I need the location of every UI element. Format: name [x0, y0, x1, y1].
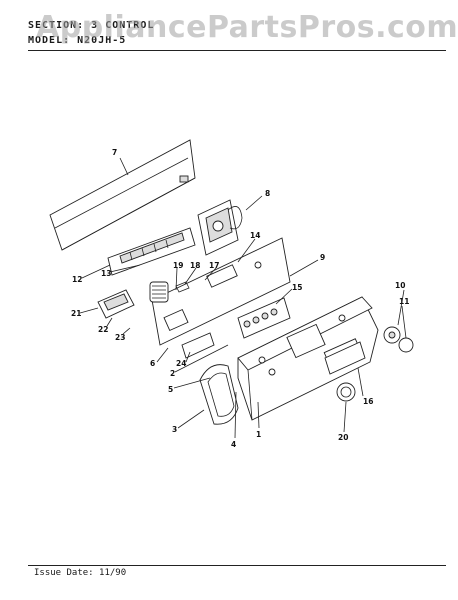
- callout-7: 7: [112, 148, 117, 157]
- model-header: MODEL: N20JH-5: [28, 35, 127, 46]
- part-dial-knob: [336, 382, 356, 402]
- footer-divider: [28, 565, 446, 566]
- part-selector-switch: [149, 281, 190, 303]
- part-timer-bracket: [197, 199, 243, 256]
- callout-23: 23: [115, 333, 125, 342]
- callout-11: 11: [399, 297, 409, 306]
- callout-4: 4: [231, 440, 236, 449]
- part-knob: [383, 326, 414, 353]
- callout-8: 8: [265, 189, 270, 198]
- part-keypad: [324, 341, 366, 375]
- section-header: SECTION: 3 CONTROL: [28, 20, 155, 31]
- callout-2: 2: [170, 369, 175, 378]
- leader-lines: [79, 157, 407, 439]
- callouts: 7 8 9 10 11 12 13 14 15 16 17 18 19 20 2…: [71, 148, 409, 449]
- part-light-lens: [181, 332, 215, 359]
- callout-9: 9: [320, 253, 325, 262]
- callout-18: 18: [190, 261, 200, 270]
- part-end-cap: [199, 364, 239, 425]
- part-button-array: [237, 297, 291, 339]
- callout-10: 10: [395, 281, 405, 290]
- header-divider: [28, 50, 446, 51]
- callout-15: 15: [292, 283, 302, 292]
- part-switch-board: [107, 227, 196, 276]
- part-mounting-panel: [151, 237, 291, 346]
- callout-20: 20: [338, 433, 348, 442]
- callout-6: 6: [150, 359, 155, 368]
- callout-22: 22: [98, 325, 108, 334]
- part-back-panel: [49, 139, 196, 251]
- part-switch-housing: [97, 289, 135, 319]
- callout-16: 16: [363, 397, 373, 406]
- callout-21: 21: [71, 309, 81, 318]
- callout-12: 12: [72, 275, 82, 284]
- callout-13: 13: [101, 269, 111, 278]
- issue-date: Issue Date: 11/90: [34, 568, 127, 578]
- callout-17: 17: [209, 261, 219, 270]
- watermark: AppliancePartsPros.com: [36, 10, 458, 45]
- callout-3: 3: [172, 425, 177, 434]
- callout-14: 14: [250, 231, 260, 240]
- callout-5: 5: [168, 385, 173, 394]
- callout-1: 1: [256, 430, 261, 439]
- callout-24: 24: [176, 359, 186, 368]
- callout-19: 19: [173, 261, 183, 270]
